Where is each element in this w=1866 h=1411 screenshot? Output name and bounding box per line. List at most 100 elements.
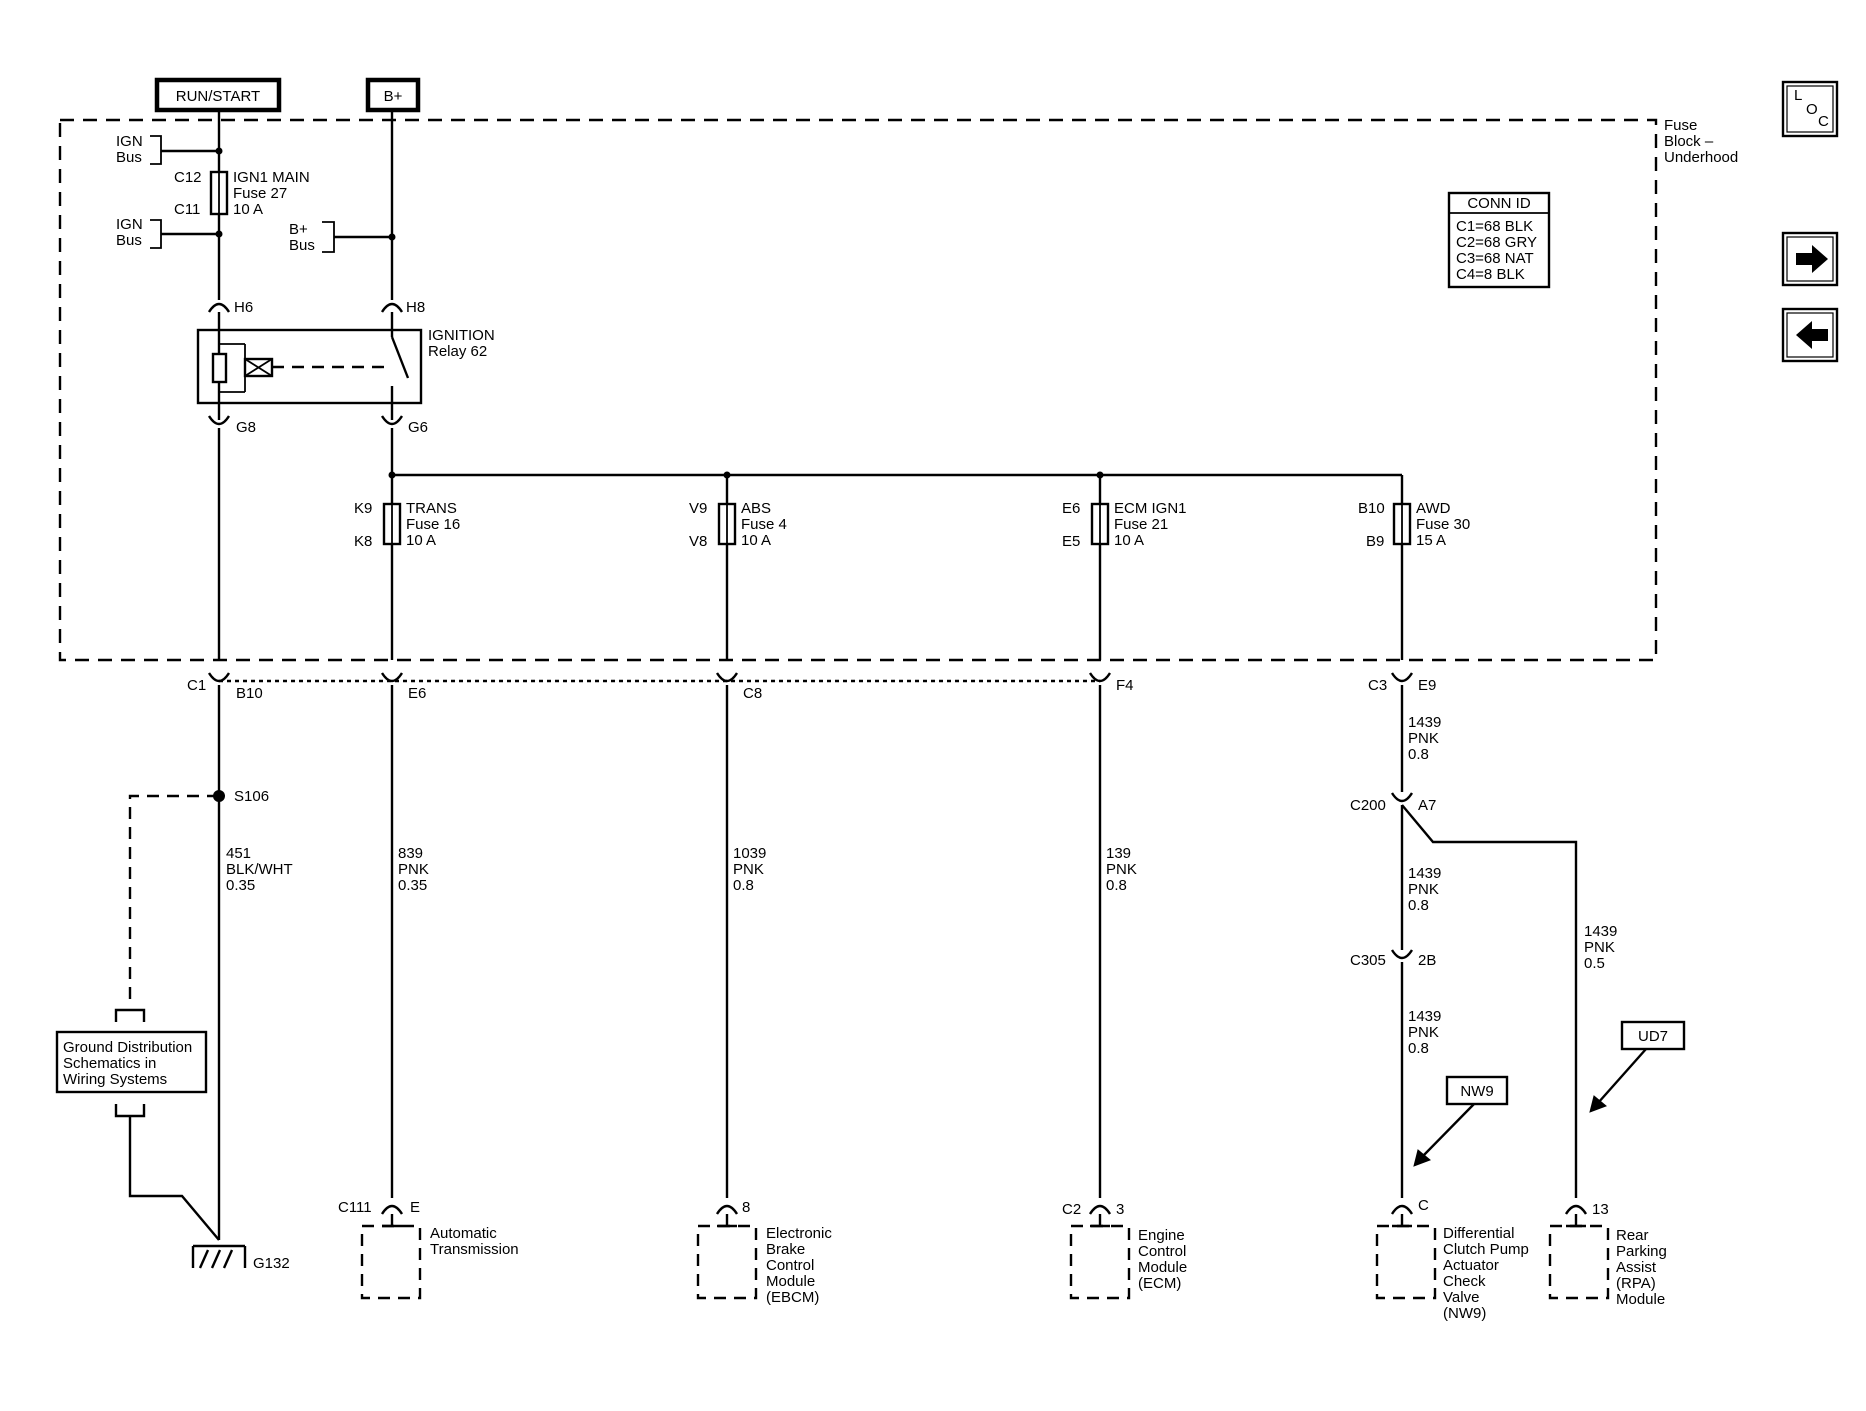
main-fuse-27: C12 C11 IGN1 MAIN Fuse 27 10 A	[174, 169, 310, 218]
ground-distribution-reference[interactable]: Ground Distribution Schematics in Wiring…	[55, 1030, 208, 1094]
svg-text:V8: V8	[689, 533, 707, 550]
conn-id-line: C1=68 BLK	[1456, 218, 1533, 235]
svg-text:Bus: Bus	[289, 237, 315, 254]
svg-text:Brake: Brake	[766, 1241, 805, 1258]
svg-text:Bus: Bus	[116, 149, 142, 166]
component-rpa-module[interactable]: Rear Parking Assist (RPA) Module	[1548, 1214, 1667, 1308]
svg-text:0.5: 0.5	[1584, 955, 1605, 972]
fuse-trans-16: K9 K8 TRANS Fuse 16 10 A	[354, 500, 460, 550]
svg-text:Bus: Bus	[116, 232, 142, 249]
ign-bus-lower: IGN Bus	[116, 216, 223, 249]
svg-text:Parking: Parking	[1616, 1243, 1667, 1260]
svg-text:IGN: IGN	[116, 133, 143, 150]
wire-label-trans: 839 PNK 0.35	[398, 845, 429, 894]
arrow-left-icon	[1796, 321, 1828, 349]
svg-text:Valve: Valve	[1443, 1289, 1479, 1306]
svg-text:1439: 1439	[1584, 923, 1617, 940]
svg-text:Fuse: Fuse	[1664, 117, 1697, 134]
component-connector-labels: C111 E 8 C2 3 C 13	[338, 1197, 1609, 1218]
option-tag-nw9[interactable]: NW9	[1413, 1075, 1509, 1167]
svg-text:Automatic: Automatic	[430, 1225, 497, 1242]
svg-text:ABS: ABS	[741, 500, 771, 517]
svg-text:Module: Module	[766, 1273, 815, 1290]
svg-text:B10: B10	[1358, 500, 1385, 517]
splice-s106: S106	[213, 788, 269, 805]
svg-text:Module: Module	[1616, 1291, 1665, 1308]
rpa-circuit-wire	[1401, 804, 1578, 1198]
svg-text:TRANS: TRANS	[406, 500, 457, 517]
svg-text:Wiring Systems: Wiring Systems	[63, 1071, 167, 1088]
svg-text:Check: Check	[1443, 1273, 1486, 1290]
ref-connector-top	[114, 1008, 146, 1022]
svg-text:F4: F4	[1116, 677, 1134, 694]
relay-name: IGNITION	[428, 327, 495, 344]
svg-text:PNK: PNK	[1106, 861, 1137, 878]
svg-text:0.8: 0.8	[1408, 746, 1429, 763]
pin-h8: H8	[406, 299, 425, 316]
svg-text:Control: Control	[766, 1257, 814, 1274]
component-ebcm[interactable]: Electronic Brake Control Module (EBCM)	[696, 1214, 832, 1306]
svg-text:IGN: IGN	[116, 216, 143, 233]
svg-text:B10: B10	[236, 685, 263, 702]
b-plus-source: B+	[365, 77, 421, 113]
svg-text:Clutch Pump: Clutch Pump	[1443, 1241, 1529, 1258]
pin-g6: G6	[408, 419, 428, 436]
option-tag-ud7[interactable]: UD7	[1589, 1020, 1686, 1113]
svg-text:10 A: 10 A	[741, 532, 771, 549]
svg-text:Fuse 21: Fuse 21	[1114, 516, 1168, 533]
svg-text:IGN1 MAIN: IGN1 MAIN	[233, 169, 310, 186]
svg-text:10 A: 10 A	[406, 532, 436, 549]
svg-text:C111: C111	[338, 1199, 372, 1216]
fuse-awd-30: B10 B9 AWD Fuse 30 15 A	[1358, 500, 1470, 550]
component-automatic-transmission[interactable]: Automatic Transmission	[360, 1214, 519, 1300]
svg-text:Transmission: Transmission	[430, 1241, 519, 1258]
previous-page-button[interactable]	[1781, 307, 1839, 363]
wire-label-gnd: 451 BLK/WHT 0.35	[226, 845, 293, 894]
svg-text:BLK/WHT: BLK/WHT	[226, 861, 293, 878]
svg-text:E5: E5	[1062, 533, 1080, 550]
svg-text:Ground Distribution: Ground Distribution	[63, 1039, 192, 1056]
connector-c200: C200 A7	[1350, 792, 1436, 814]
svg-text:1439: 1439	[1408, 1008, 1441, 1025]
svg-text:839: 839	[398, 845, 423, 862]
svg-text:Control: Control	[1138, 1243, 1186, 1260]
next-page-button[interactable]	[1781, 231, 1839, 287]
svg-text:C1: C1	[187, 677, 206, 694]
loc-letter: C	[1818, 113, 1829, 130]
svg-text:C8: C8	[743, 685, 762, 702]
svg-text:0.8: 0.8	[1408, 897, 1429, 914]
svg-text:Schematics in: Schematics in	[63, 1055, 156, 1072]
ignition-relay-62: IGNITION Relay 62	[196, 312, 495, 420]
svg-text:UD7: UD7	[1638, 1028, 1668, 1045]
svg-text:C12: C12	[174, 169, 202, 186]
component-differential-clutch-pump-valve[interactable]: Differential Clutch Pump Actuator Check …	[1375, 1214, 1529, 1322]
svg-text:B9: B9	[1366, 533, 1384, 550]
connector-g6	[380, 415, 404, 426]
connector-g8	[207, 415, 231, 426]
wire-label-abs: 1039 PNK 0.8	[733, 845, 766, 894]
svg-text:(ECM): (ECM)	[1138, 1275, 1181, 1292]
fuse-abs-4: V9 V8 ABS Fuse 4 10 A	[689, 500, 787, 550]
svg-text:10 A: 10 A	[233, 201, 263, 218]
svg-text:1439: 1439	[1408, 714, 1441, 731]
connector-h6	[207, 302, 231, 313]
svg-text:S106: S106	[234, 788, 269, 805]
svg-text:C2: C2	[1062, 1201, 1081, 1218]
svg-text:1439: 1439	[1408, 865, 1441, 882]
arrow-right-icon	[1796, 245, 1828, 273]
fuse-block-label: Fuse Block – Underhood	[1664, 117, 1738, 166]
svg-text:PNK: PNK	[1408, 881, 1439, 898]
svg-text:139: 139	[1106, 845, 1131, 862]
svg-text:NW9: NW9	[1460, 1083, 1493, 1100]
wire-label-awd-1: 1439 PNK 0.8	[1408, 714, 1441, 763]
svg-text:0.8: 0.8	[733, 877, 754, 894]
svg-text:C3: C3	[1368, 677, 1387, 694]
svg-text:C: C	[1418, 1197, 1429, 1214]
b-plus-label: B+	[384, 88, 403, 105]
svg-text:13: 13	[1592, 1201, 1609, 1218]
loc-button[interactable]: L O C	[1781, 80, 1839, 138]
component-ecm[interactable]: Engine Control Module (ECM)	[1069, 1214, 1187, 1300]
wire-label-awd-2: 1439 PNK 0.8	[1408, 865, 1441, 914]
svg-text:V9: V9	[689, 500, 707, 517]
